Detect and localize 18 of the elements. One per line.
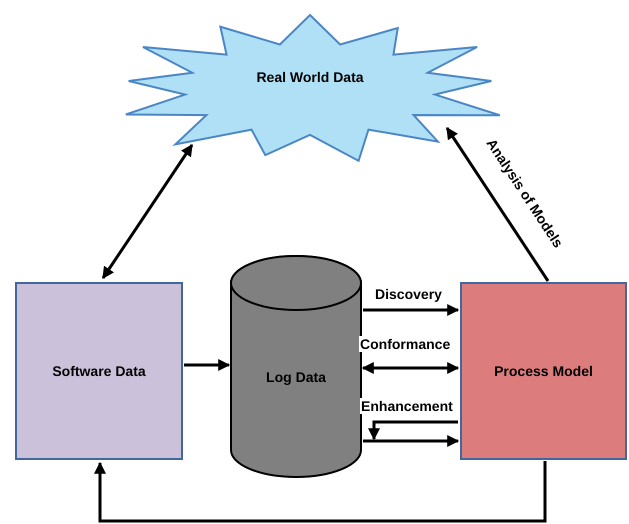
edge-label: Conformance — [359, 336, 452, 352]
arrow — [94, 461, 546, 522]
arrow — [184, 359, 230, 371]
process-box — [15, 282, 183, 460]
arrow — [368, 420, 458, 440]
node-label: Process Model — [494, 363, 593, 379]
edge-label: Discovery — [374, 286, 443, 302]
node-label: Real World Data — [256, 69, 364, 85]
node-label: Log Data — [266, 368, 326, 384]
process-box — [460, 282, 627, 460]
edge-label: Enhancement — [360, 398, 454, 414]
arrow — [363, 304, 460, 316]
database-cylinder — [230, 255, 362, 478]
node-label: Software Data — [52, 363, 146, 379]
arrow — [102, 144, 194, 279]
arrow — [362, 362, 460, 374]
arrow — [363, 435, 460, 447]
arrow — [446, 127, 550, 282]
